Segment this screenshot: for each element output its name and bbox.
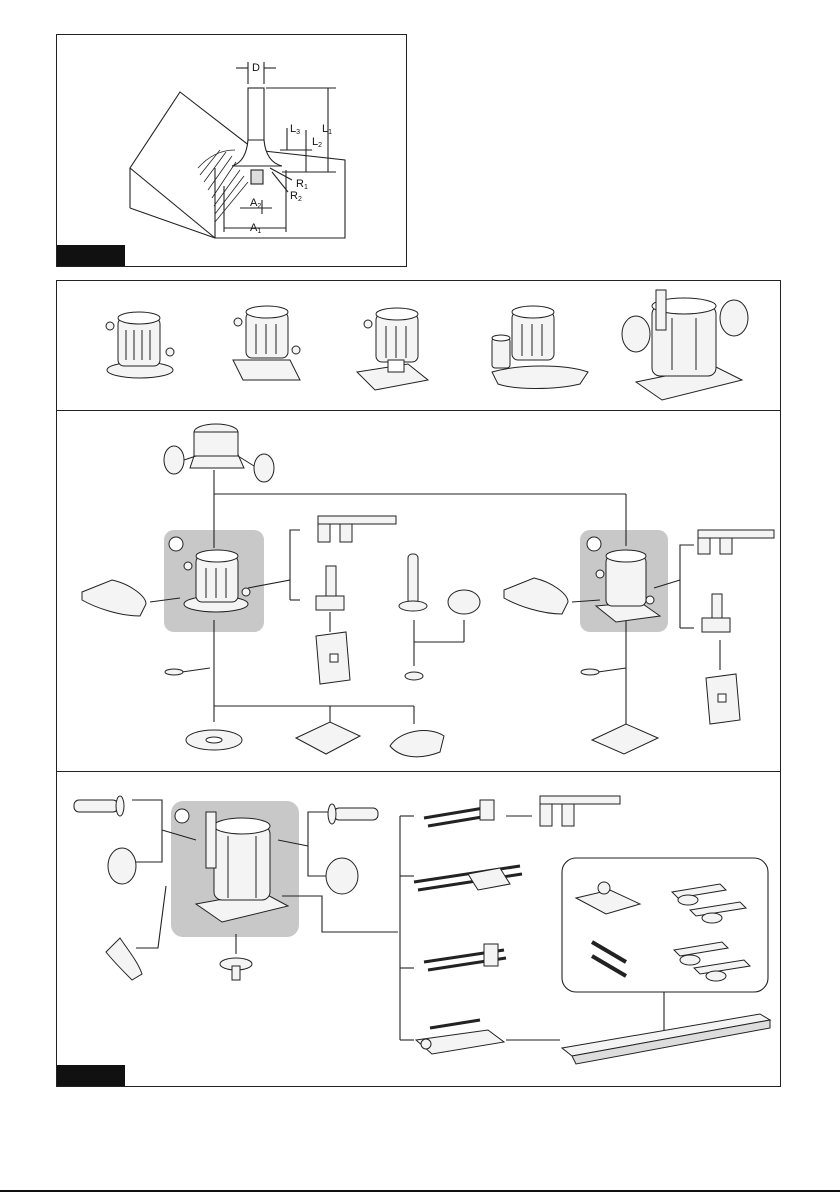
offset-base-config [233, 306, 300, 380]
square-base-plate [296, 722, 360, 754]
side-grip-right [328, 804, 378, 824]
round-knob-right [326, 858, 358, 894]
dust-nozzle-bottom [106, 938, 142, 980]
straight-guide-right-top [540, 796, 620, 826]
side-handle-row2 [399, 554, 427, 611]
base-configurations-row [106, 290, 748, 400]
trimmer-guide-rods [424, 800, 494, 826]
trimmer-guide-right [702, 594, 730, 632]
dust-nozzle-left [82, 580, 146, 616]
guide-rail-accessories-box [562, 858, 768, 992]
trimmer-guide [316, 566, 344, 610]
tilt-base-plate [592, 724, 658, 754]
tilt-base-config [357, 308, 428, 390]
templet-guide-mid [405, 672, 423, 680]
straight-guide-rods [424, 944, 506, 970]
straight-guide-top-right [698, 530, 774, 554]
guide-rail [562, 1014, 770, 1064]
grip-knob [448, 590, 480, 614]
plunge-base-config [622, 290, 748, 400]
round-knob-left [108, 848, 136, 884]
straight-guide-top [318, 516, 396, 542]
templet-guide-small-right [581, 669, 599, 675]
offset-motor-base-config [492, 306, 588, 389]
side-grip-left [74, 796, 124, 816]
templet-guide-small-left [165, 669, 183, 675]
trimmer-base-config [106, 312, 174, 378]
guide-rail-adapter [416, 1020, 504, 1054]
offset-base-plate [390, 731, 444, 757]
circular-guide-assembly [414, 866, 522, 890]
dust-nozzle-right [504, 578, 568, 614]
plunge-housing-top [164, 424, 274, 482]
